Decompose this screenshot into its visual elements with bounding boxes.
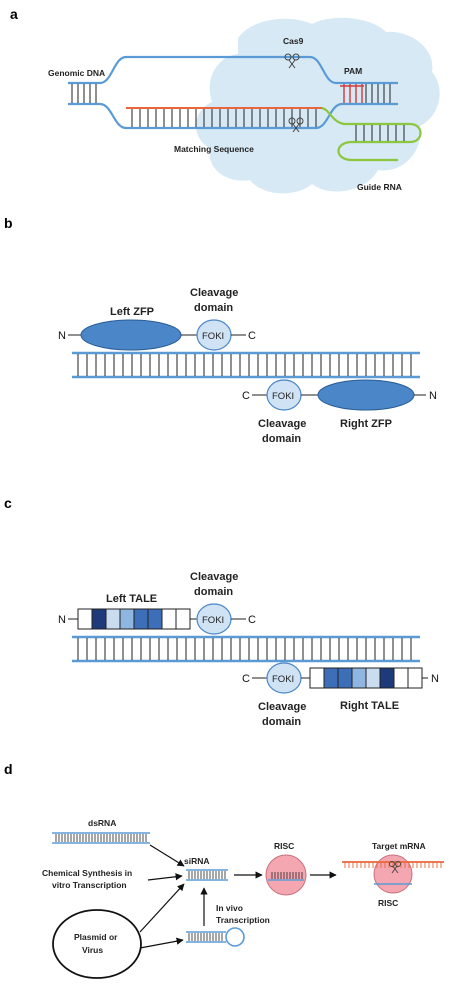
panel-d: d dsRNA Chemical Synthesis in vitro Tran…: [4, 761, 444, 979]
c-terminus-left: C: [248, 614, 256, 626]
shrna-rungs: [188, 933, 223, 941]
plasmid-line2: Virus: [82, 945, 103, 955]
cleavage-bottom-2: domain: [262, 433, 301, 445]
plasmid-line1: Plasmid or: [74, 932, 118, 942]
guide-rna-label: Guide RNA: [357, 182, 402, 192]
scissors-icon: [389, 861, 401, 874]
pam-label: PAM: [344, 66, 362, 76]
matching-sequence-label: Matching Sequence: [174, 144, 254, 154]
cas9-cloud: [195, 17, 440, 194]
cleavage-top-2: domain: [194, 302, 233, 314]
panel-d-letter: d: [4, 761, 13, 777]
guide-rna-hairpin-rungs: [355, 125, 405, 141]
foki-top-label: FOKI: [202, 331, 224, 342]
foki-bottom-label: FOKI: [272, 674, 294, 685]
left-zfp-label: Left ZFP: [110, 306, 154, 318]
left-zfp: [80, 319, 182, 351]
pam-rungs: [343, 84, 363, 103]
target-mrna-teeth: [344, 862, 442, 868]
risc-rungs: [271, 872, 303, 879]
scissors-icon: [284, 53, 300, 69]
panel-a: a: [10, 6, 440, 194]
right-dna-rungs: [365, 84, 391, 103]
target-mrna-label: Target mRNA: [372, 841, 426, 851]
plasmid-virus-ellipse: [52, 909, 142, 979]
panel-c-letter: c: [4, 495, 12, 511]
dna-rungs: [77, 354, 412, 376]
genomic-dna-top-strand: [68, 55, 398, 85]
cleavage-bottom-1: Cleavage: [258, 418, 306, 430]
in-vivo-line2: Transcription: [216, 915, 270, 925]
left-dna-rungs: [71, 84, 97, 103]
cas9-label: Cas9: [283, 36, 304, 46]
c-terminus-left: C: [248, 330, 256, 342]
panel-c: c N C FOKI Left TALE Cleavage domain: [4, 495, 439, 728]
right-zfp-label: Right ZFP: [340, 418, 392, 430]
n-terminus-right: N: [429, 390, 437, 402]
left-tale-label: Left TALE: [106, 593, 157, 605]
panel-a-letter: a: [10, 6, 18, 22]
arrow-chem-to-sirna: [147, 873, 183, 881]
n-terminus-right: N: [431, 673, 439, 685]
cleavage-bottom-1: Cleavage: [258, 701, 306, 713]
genomic-dna-label: Genomic DNA: [48, 68, 105, 78]
right-tale: [309, 667, 423, 689]
risc-bottom-label: RISC: [378, 898, 398, 908]
in-vivo-line1: In vivo: [216, 903, 243, 913]
risc-on-target: [373, 854, 413, 894]
scissors-icon: [288, 117, 304, 133]
panel-b-letter: b: [4, 215, 13, 231]
sirna-rungs: [188, 871, 226, 879]
n-terminus-left: N: [58, 614, 66, 626]
guide-rna-scaffold: [321, 106, 422, 162]
right-zfp: [317, 379, 415, 411]
foki-bottom-label: FOKI: [272, 391, 294, 402]
cleavage-bottom-2: domain: [262, 716, 301, 728]
dsrna-rungs: [55, 834, 147, 842]
cleavage-top-2: domain: [194, 586, 233, 598]
c-terminus-right: C: [242, 390, 250, 402]
dsrna-label: dsRNA: [88, 818, 116, 828]
c-terminus-right: C: [242, 673, 250, 685]
shrna-loop: [225, 927, 245, 947]
panel-b: b N C FOKI Left ZFP Cleavage domain C N …: [4, 215, 437, 445]
cleavage-top-1: Cleavage: [190, 571, 238, 583]
cleavage-top-1: Cleavage: [190, 287, 238, 299]
risc-complex: [265, 854, 307, 896]
right-tale-label: Right TALE: [340, 700, 399, 712]
chemical-synthesis-line2: vitro Transcription: [52, 880, 127, 890]
arrow-plasmid-to-shrna: [139, 937, 184, 949]
chemical-synthesis-line1: Chemical Synthesis in: [42, 868, 132, 878]
n-terminus-left: N: [58, 330, 66, 342]
sirna-label: siRNA: [184, 856, 210, 866]
risc-top-label: RISC: [274, 841, 294, 851]
dna-rungs: [77, 638, 412, 660]
left-tale: [77, 608, 191, 630]
arrow-dsrna-to-sirna: [149, 844, 185, 867]
arrow-plasmid-to-sirna: [139, 883, 185, 933]
foki-top-label: FOKI: [202, 615, 224, 626]
genomic-dna-bottom-strand: [68, 102, 398, 130]
